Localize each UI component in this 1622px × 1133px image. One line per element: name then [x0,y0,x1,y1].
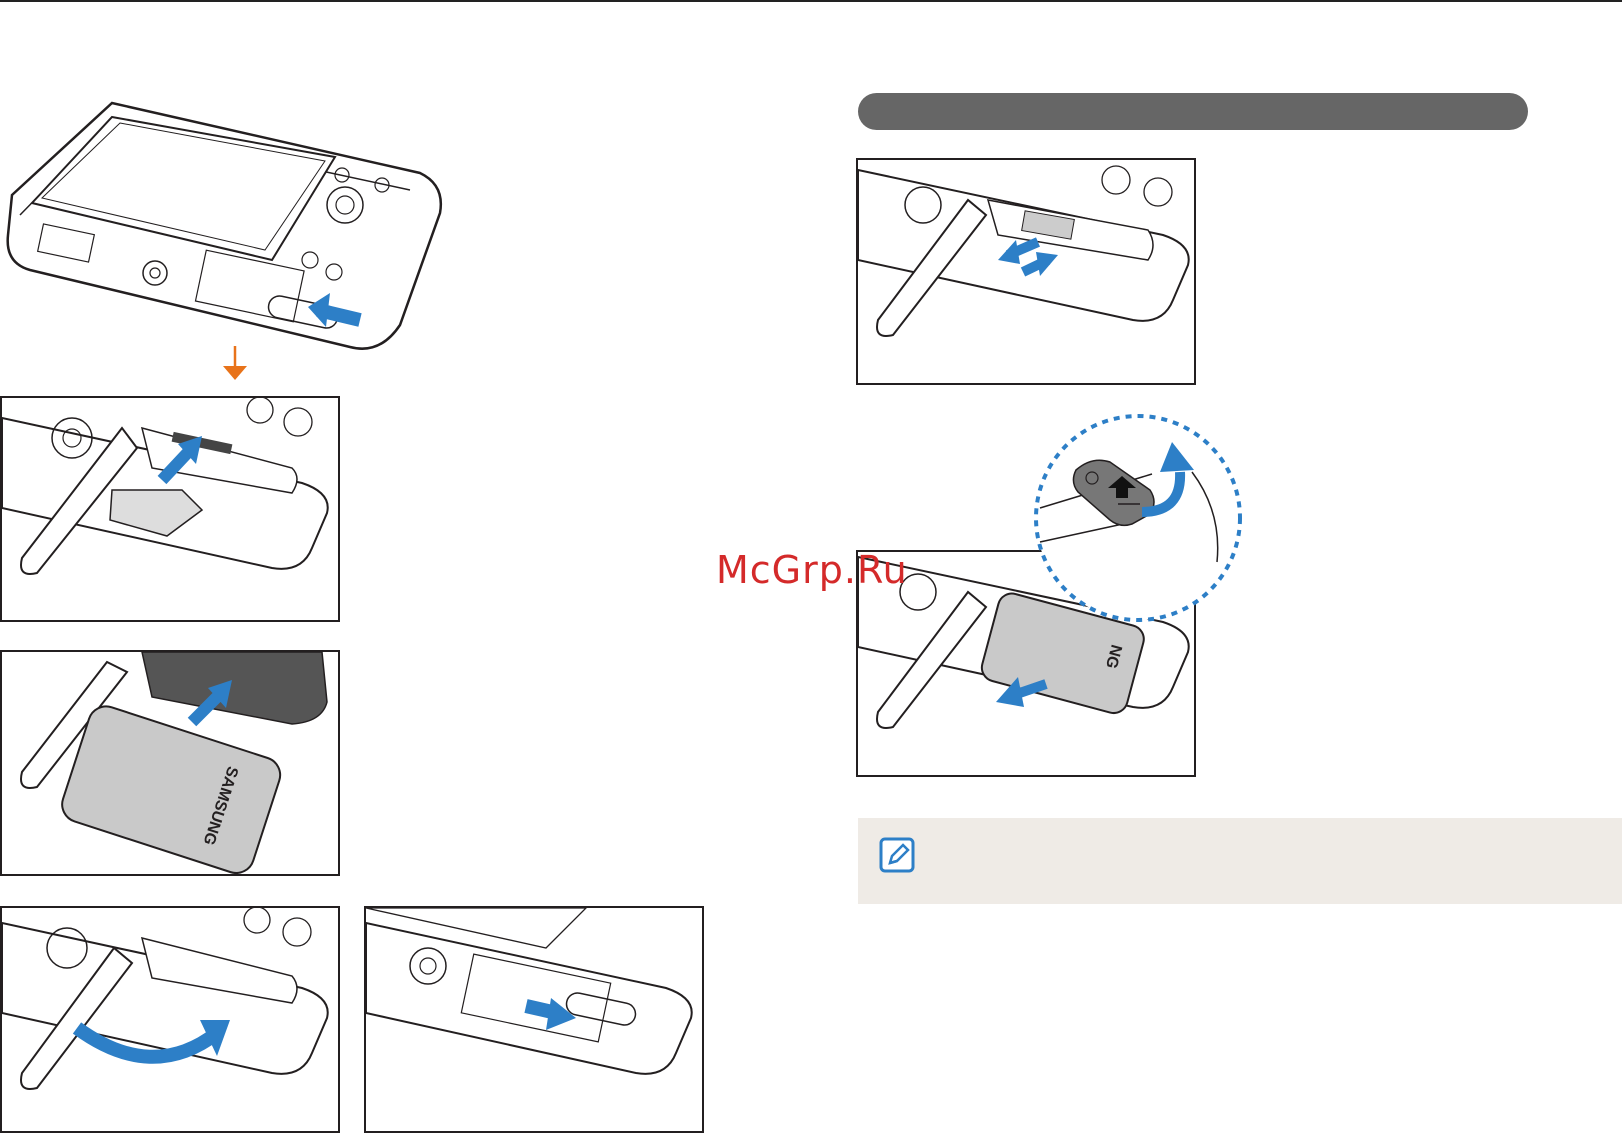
battery-lock-zoom-inset [1032,412,1244,624]
panel-slide-lock [364,906,704,1133]
panel-remove-memory-card [856,158,1196,385]
section-heading-bar [858,93,1528,130]
down-arrow-icon [222,346,248,382]
panel-close-cover [0,906,340,1133]
watermark-text: McGrp.Ru [716,548,908,592]
camera-overview-illustration [0,95,455,355]
header-rule [0,0,1622,2]
note-pencil-icon [878,836,916,874]
note-box [858,818,1622,904]
panel-insert-memory-card [0,396,340,622]
panel-insert-battery: SAMSUNG [0,650,340,876]
